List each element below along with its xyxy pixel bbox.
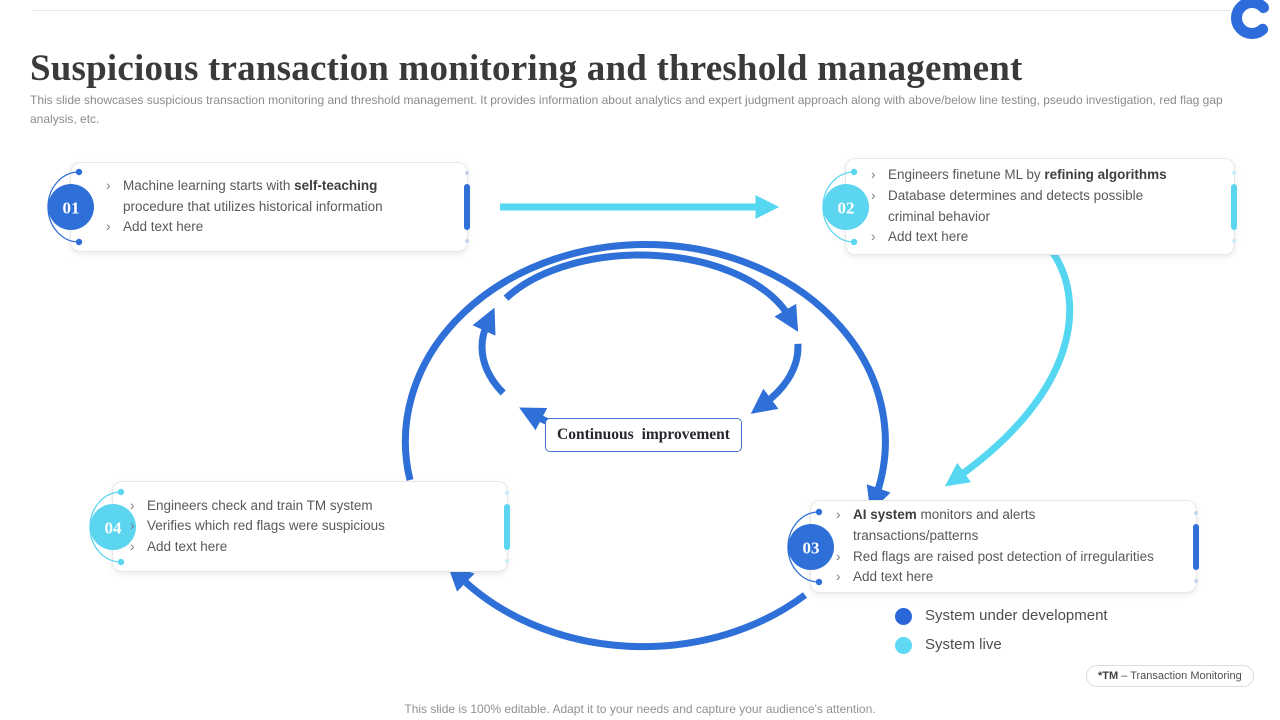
legend: System under development System live <box>895 606 1108 664</box>
accent-bar <box>1231 183 1237 230</box>
tm-footnote: *TM – Transaction Monitoring <box>1086 665 1254 687</box>
bullet-item: Database determines and detects possible… <box>871 186 1167 227</box>
step-bullet-list: Machine learning starts with self-teachi… <box>71 176 391 238</box>
step-number: 03 <box>803 538 820 557</box>
accent-dot <box>1194 578 1198 583</box>
cycle-arc-outer-bottom <box>447 565 808 651</box>
bullet-item: Add text here <box>130 537 385 558</box>
legend-dot-live <box>895 636 912 654</box>
bullet-item: Verifies which red flags were suspicious <box>130 516 385 537</box>
step-bullet-list: AI system monitors and alertstransaction… <box>811 505 1160 587</box>
step-number-badge: 02 <box>822 168 869 245</box>
cycle-arc-inner-right <box>750 343 802 414</box>
step-card-04: 04 Engineers check and train TM systemVe… <box>89 481 510 572</box>
legend-label: System under development <box>925 607 1108 624</box>
accent-dot <box>1232 238 1236 243</box>
slide-description: This slide showcases suspicious transact… <box>30 93 1223 126</box>
center-label: Continuous improvement <box>545 418 742 452</box>
bullet-item: Engineers finetune ML by refining algori… <box>871 165 1167 186</box>
accent-dot <box>465 239 469 243</box>
footnote-text: – Transaction Monitoring <box>1118 670 1242 682</box>
legend-dot-development <box>895 607 912 625</box>
legend-label: System live <box>925 636 1002 653</box>
step-number: 02 <box>838 198 855 217</box>
step-bullet-list: Engineers finetune ML by refining algori… <box>846 165 1175 247</box>
step-number-badge: 04 <box>89 488 136 565</box>
flow-arrow-step2-to-step3 <box>944 251 1074 487</box>
accent-bar <box>504 503 510 550</box>
brand-logo-icon <box>1231 0 1269 39</box>
step-card-03: 03 AI system monitors and alertstransact… <box>787 500 1199 593</box>
footnote-abbr: *TM <box>1098 670 1119 682</box>
bullet-item: Engineers check and train TM system <box>130 496 385 517</box>
bullet-item: Add text here <box>106 217 383 238</box>
step-number-badge: 03 <box>787 508 834 585</box>
accent-dot <box>1232 170 1236 175</box>
accent-dot <box>505 490 509 495</box>
step-number: 04 <box>105 518 123 537</box>
step-card-02: 02 Engineers finetune ML by refining alg… <box>822 158 1237 255</box>
cycle-arc-outer-main <box>401 241 891 513</box>
accent-dot <box>505 558 509 563</box>
cycle-arc-inner-top <box>503 251 799 332</box>
accent-dot <box>465 171 469 175</box>
editable-note: This slide is 100% editable. Adapt it to… <box>404 702 876 716</box>
accent-dot <box>1194 510 1198 515</box>
bullet-item: Machine learning starts with self-teachi… <box>106 176 383 217</box>
legend-item: System under development <box>895 606 1108 626</box>
step-number: 01 <box>63 199 80 218</box>
legend-item: System live <box>895 635 1108 655</box>
bullet-item: Add text here <box>836 567 1154 588</box>
step-number-badge: 01 <box>47 168 94 246</box>
bullet-item: Add text here <box>871 227 1167 248</box>
accent-bar <box>1193 523 1199 570</box>
bullet-item: Red flags are raised post detection of i… <box>836 547 1154 568</box>
accent-bar <box>464 184 470 230</box>
page-title: Suspicious transaction monitoring and th… <box>30 47 1023 89</box>
cycle-arc-inner-left <box>472 307 506 396</box>
slide-top-border <box>32 10 1230 11</box>
bullet-item: AI system monitors and alertstransaction… <box>836 505 1154 546</box>
step-card-01: 01 Machine learning starts with self-tea… <box>47 162 470 252</box>
step-bullet-list: Engineers check and train TM systemVerif… <box>113 496 393 558</box>
